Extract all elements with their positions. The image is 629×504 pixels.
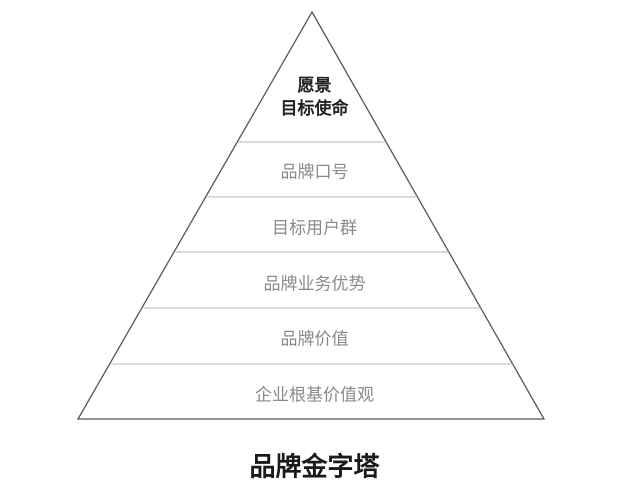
level-vision-mission: 愿景 目标使命 [0, 75, 629, 121]
level-mission-label: 目标使命 [280, 99, 349, 119]
level-brand-slogan: 品牌口号 [280, 162, 349, 183]
level-business-advantage: 品牌业务优势 [263, 274, 366, 295]
level-target-users: 目标用户群 [272, 218, 357, 239]
pyramid-outline [76, 10, 546, 420]
level-vision-label: 愿景 [297, 76, 332, 96]
diagram-title: 品牌金字塔 [249, 452, 380, 483]
level-brand-value: 品牌价值 [280, 329, 349, 350]
level-core-values: 企业根基价值观 [255, 385, 374, 406]
